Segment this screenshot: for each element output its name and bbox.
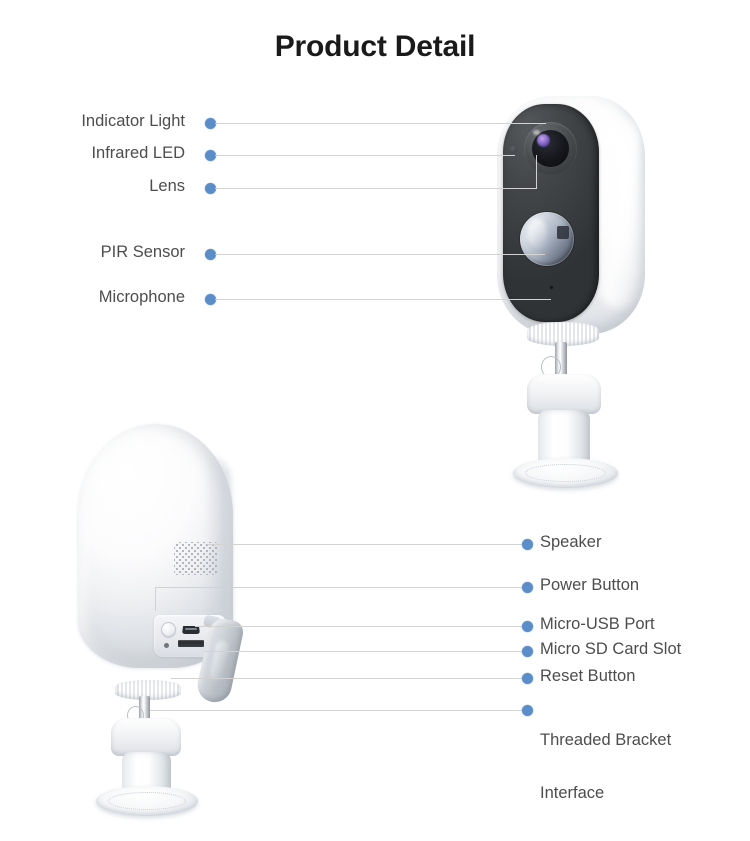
- leader-line-pir-sensor: [215, 254, 545, 255]
- back-bracket-screw-shaft: [139, 696, 150, 722]
- lens-component: [524, 122, 577, 175]
- pir-sensor-shine: [527, 218, 547, 248]
- callout-label-infrared-led: Infrared LED: [91, 144, 185, 162]
- callout-label-pir-sensor: PIR Sensor: [100, 243, 185, 261]
- leader-line-power-button: [155, 587, 524, 588]
- callout-label-micro-usb-port: Micro-USB Port: [540, 615, 655, 633]
- callout-dot-infrared-led: [205, 150, 216, 161]
- leader-line-infrared-led: [215, 155, 515, 156]
- leader-line-lens-riser: [536, 155, 537, 188]
- leader-line-reset-button: [171, 678, 524, 679]
- port-cover-groove: [208, 639, 230, 682]
- leader-line-lens: [215, 188, 537, 189]
- micro-usb-port-component: [182, 626, 200, 634]
- power-button-component: [161, 622, 176, 637]
- leader-line-speaker: [207, 544, 524, 545]
- lens-specular-highlight: [533, 130, 540, 135]
- callout-dot-microphone: [205, 294, 216, 305]
- callout-dot-indicator-light: [205, 118, 216, 129]
- back-bracket-knurled-disc: [115, 680, 181, 700]
- callout-dot-pir-sensor: [205, 249, 216, 260]
- speaker-grille-component: [174, 542, 218, 575]
- camera-front-bracket-mount: [505, 322, 635, 488]
- callout-label-micro-sd-card-slot: Micro SD Card Slot: [540, 640, 682, 658]
- camera-back-view: [78, 424, 246, 706]
- lens-reflection-glow: [537, 134, 550, 147]
- leader-line-power-button-riser: [155, 587, 156, 611]
- callout-label-power-button: Power Button: [540, 576, 640, 594]
- callout-label-threaded-bracket-line2: Interface: [540, 784, 605, 803]
- reset-button-component: [164, 643, 169, 648]
- callout-dot-lens: [205, 183, 216, 194]
- callout-dot-speaker: [522, 539, 533, 550]
- back-bracket-ball-collar: [111, 718, 181, 756]
- callout-dot-reset-button: [522, 673, 533, 684]
- camera-back-bracket-mount: [93, 680, 223, 818]
- micro-usb-port-pin: [185, 628, 197, 630]
- callout-label-speaker: Speaker: [540, 533, 602, 551]
- bracket-base-texture-ring: [525, 464, 606, 482]
- callout-dot-micro-usb-port: [522, 621, 533, 632]
- callout-label-indicator-light: Indicator Light: [81, 112, 185, 130]
- callout-label-microphone: Microphone: [98, 288, 185, 306]
- leader-line-threaded-bracket-interface: [150, 710, 524, 711]
- leader-line-indicator-light: [215, 123, 546, 124]
- infrared-led-component: [510, 146, 517, 153]
- bracket-ball-collar: [527, 374, 601, 414]
- micro-sd-card-slot-component: [178, 640, 204, 647]
- camera-front-view: [497, 96, 645, 334]
- callout-label-threaded-bracket-interface: Threaded Bracket Interface: [540, 696, 750, 839]
- leader-line-microphone: [215, 299, 551, 300]
- leader-line-micro-sd-card-slot: [204, 651, 524, 652]
- callout-label-reset-button: Reset Button: [540, 667, 636, 685]
- indicator-light-component: [545, 111, 551, 116]
- callout-label-lens: Lens: [149, 177, 185, 195]
- page-title: Product Detail: [274, 30, 476, 63]
- callout-label-threaded-bracket-line1: Threaded Bracket: [540, 730, 672, 749]
- back-bracket-base-texture-ring: [108, 792, 186, 810]
- callout-dot-power-button: [522, 582, 533, 593]
- leader-line-micro-usb-port: [195, 626, 524, 627]
- camera-front-shell-highlight: [599, 118, 639, 308]
- microphone-component: [550, 286, 553, 289]
- pir-sensor-component: [520, 212, 574, 266]
- pir-sensor-notch: [557, 226, 569, 239]
- callout-dot-micro-sd-card-slot: [522, 646, 533, 657]
- callout-dot-threaded-bracket-interface: [522, 705, 533, 716]
